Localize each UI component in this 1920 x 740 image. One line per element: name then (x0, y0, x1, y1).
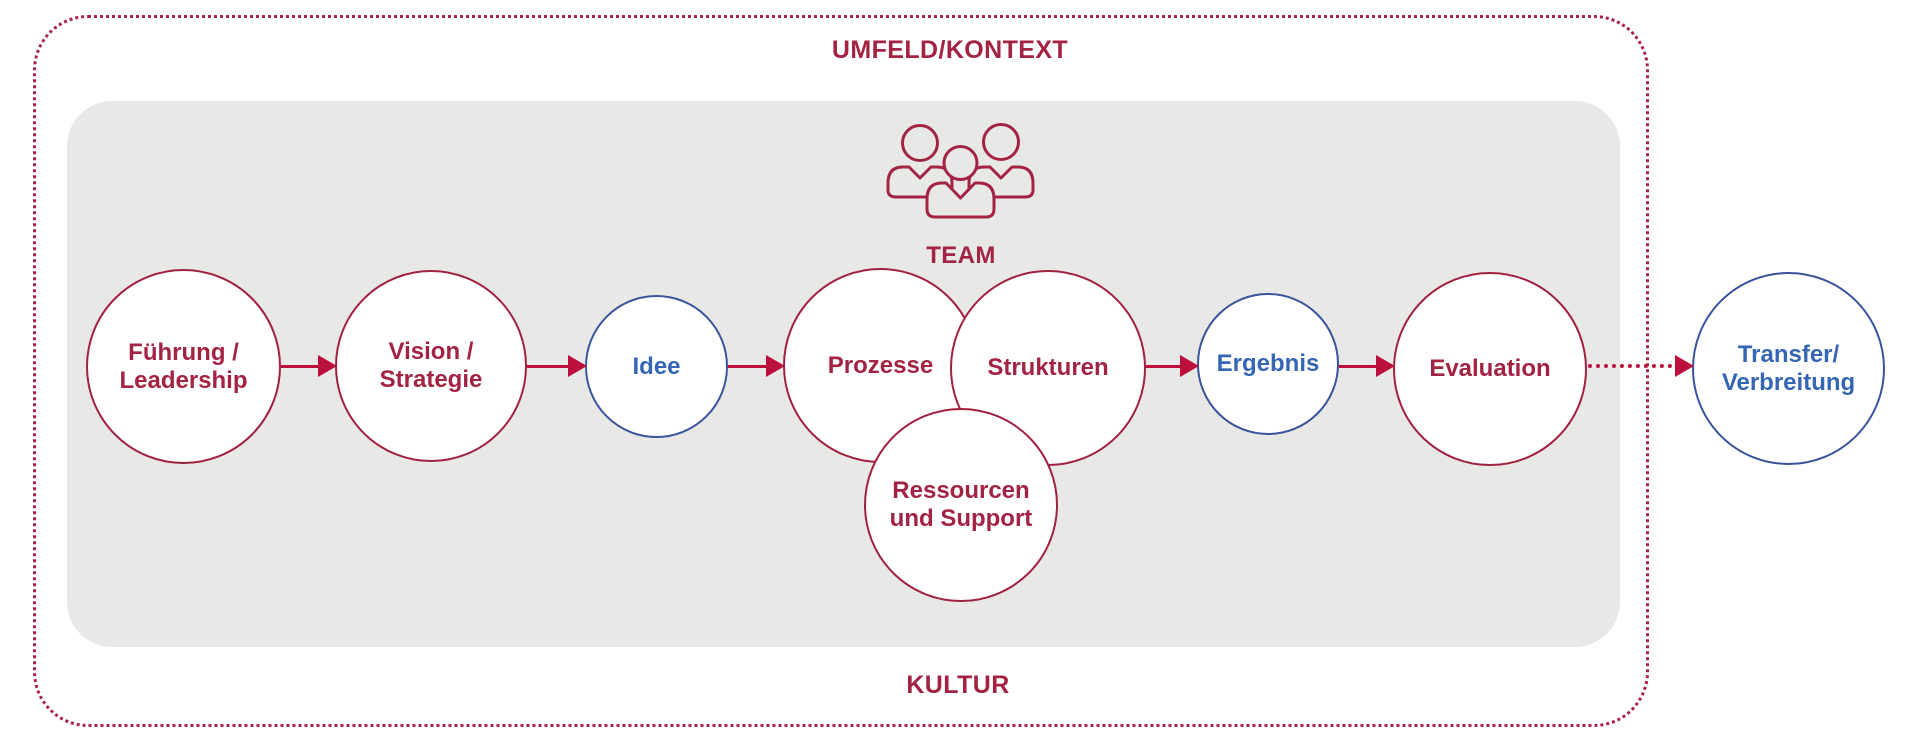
node-label: Idee (632, 352, 681, 380)
kultur-label: KULTUR (906, 671, 1010, 699)
flow-arrow (1339, 355, 1395, 377)
arrowhead-icon (766, 355, 785, 377)
arrow-shaft (1339, 364, 1381, 368)
node-label: Strukturen (987, 354, 1109, 381)
arrow-shaft (527, 364, 573, 368)
node-ergebnis: Ergebnis (1197, 293, 1339, 435)
arrow-shaft (1588, 364, 1680, 368)
people-group-icon (886, 123, 1035, 219)
node-prozesse: Prozesse (783, 268, 978, 463)
node-label: Führung / Leadership (119, 338, 248, 394)
node-evaluation: Evaluation (1393, 272, 1587, 466)
node-label: Ergebnis (1216, 350, 1320, 377)
flow-arrow-dotted (1588, 355, 1694, 377)
node-label: Ressourcen und Support (889, 477, 1033, 532)
flow-arrow (728, 355, 785, 377)
arrowhead-icon (1675, 355, 1694, 377)
arrowhead-icon (568, 355, 587, 377)
arrow-shaft (281, 364, 323, 368)
arrow-shaft (1146, 364, 1185, 368)
arrowhead-icon (318, 355, 337, 377)
node-idee: Idee (585, 295, 728, 438)
flow-arrow (527, 355, 587, 377)
arrowhead-icon (1180, 355, 1199, 377)
flow-arrow (281, 355, 337, 377)
node-vision-strategie: Vision / Strategie (335, 270, 527, 462)
team-label: TEAM (926, 242, 996, 269)
umfeld-kontext-label: UMFELD/KONTEXT (831, 36, 1069, 64)
node-label: Vision / Strategie (379, 338, 483, 393)
node-fuehrung-leadership: Führung / Leadership (86, 269, 281, 464)
arrow-shaft (728, 364, 771, 368)
node-label: Evaluation (1429, 355, 1551, 382)
arrowhead-icon (1376, 355, 1395, 377)
umfeld-kontext-boundary (33, 15, 1649, 727)
node-label: Transfer/ Verbreitung (1721, 340, 1856, 396)
node-transfer-verbreitung: Transfer/ Verbreitung (1692, 272, 1885, 465)
node-label: Prozesse (827, 351, 934, 379)
flow-arrow (1146, 355, 1199, 377)
node-ressourcen-support: Ressourcen und Support (864, 408, 1058, 602)
